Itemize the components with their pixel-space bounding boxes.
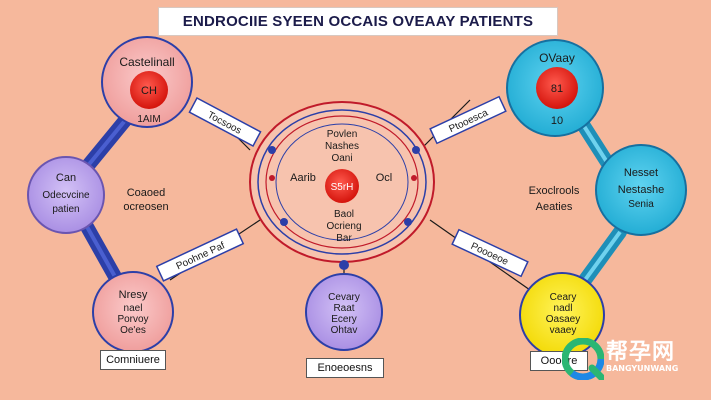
center-top-line-1: Povlen bbox=[327, 129, 358, 140]
left-side-label-line-1: Coaoed bbox=[127, 187, 166, 199]
node-top-right-core bbox=[536, 67, 578, 109]
node-top-right-core-label: 81 bbox=[551, 83, 563, 95]
node-top-right-value: 10 bbox=[551, 115, 563, 127]
node-bottom-left-line-2: nael bbox=[124, 303, 143, 314]
watermark-cn: 帮孕网 bbox=[606, 340, 676, 365]
left-side-label-line-2: ocreosen bbox=[123, 201, 168, 213]
node-top-right bbox=[506, 39, 604, 137]
bottom-left-caption: Comniuere bbox=[100, 350, 166, 370]
arrow-label-bottom-left: Poohne Paf bbox=[155, 228, 245, 282]
center-right-label: Ocl bbox=[376, 172, 393, 184]
watermark-en: BANGYUNWANG bbox=[606, 364, 679, 373]
arrow-label-top-left: Tocsoos bbox=[188, 97, 262, 147]
central-core bbox=[325, 169, 359, 203]
node-mid-left-line-2: Odecvcine bbox=[42, 190, 90, 201]
right-side-label-line-1: Exoclrools bbox=[529, 185, 580, 197]
node-top-left-core bbox=[130, 71, 168, 109]
node-bottom-center-line-4: Ohtav bbox=[331, 325, 358, 336]
node-top-right-title: OVaay bbox=[539, 51, 575, 65]
node-bottom-right-line-4: vaaey bbox=[550, 325, 577, 336]
watermark: 帮孕网 BANGYUNWANG bbox=[560, 330, 710, 390]
node-mid-left bbox=[27, 156, 105, 234]
node-top-left-core-label: CH bbox=[141, 85, 157, 97]
diagram-title: ENDROCIIE SYEEN OCCAIS OVEAAY PATIENTS bbox=[158, 7, 558, 36]
node-bottom-left-line-4: Oe'es bbox=[120, 325, 146, 336]
node-top-left bbox=[101, 36, 193, 128]
node-bottom-center-line-2: Raat bbox=[333, 303, 354, 314]
node-bottom-right-line-2: nadl bbox=[554, 303, 573, 314]
node-top-left-title: Castelinall bbox=[119, 55, 174, 69]
center-core-label: S5rH bbox=[331, 182, 354, 193]
center-bottom-line-2: Ocrieng bbox=[326, 221, 361, 232]
node-bottom-right-line-3: Oasaey bbox=[546, 314, 580, 325]
center-bottom-line-3: Bar bbox=[336, 233, 352, 244]
arrow-label-bottom-right: Poooeoe bbox=[451, 228, 529, 278]
center-bottom-line-1: Baol bbox=[334, 209, 354, 220]
watermark-logo-icon bbox=[562, 338, 604, 380]
node-mid-right-line-3: Senia bbox=[628, 199, 654, 210]
node-bottom-center bbox=[305, 273, 383, 351]
arrow-label-top-right: Ptooesca bbox=[429, 95, 507, 145]
center-top-line-3: Oani bbox=[331, 153, 352, 164]
node-mid-left-line-1: Can bbox=[56, 172, 76, 184]
node-mid-right bbox=[595, 144, 687, 236]
bottom-center-caption: Enoeoesns bbox=[306, 358, 384, 378]
central-hub bbox=[249, 101, 435, 270]
node-bottom-right-line-1: Ceary bbox=[550, 292, 577, 303]
center-top-line-2: Nashes bbox=[325, 141, 359, 152]
node-mid-right-line-2: Nestashe bbox=[618, 184, 664, 196]
node-mid-right-line-1: Nesset bbox=[624, 167, 658, 179]
right-side-label-line-2: Aeaties bbox=[536, 201, 573, 213]
node-bottom-center-line-3: Ecery bbox=[331, 314, 357, 325]
node-top-left-value: 1AIM bbox=[137, 114, 160, 125]
node-bottom-left-line-3: Porvoy bbox=[117, 314, 148, 325]
center-left-label: Aarib bbox=[290, 172, 316, 184]
node-bottom-left-line-1: Nresy bbox=[119, 289, 148, 301]
node-bottom-center-line-1: Cevary bbox=[328, 292, 360, 303]
node-mid-left-line-3: patien bbox=[52, 204, 79, 215]
